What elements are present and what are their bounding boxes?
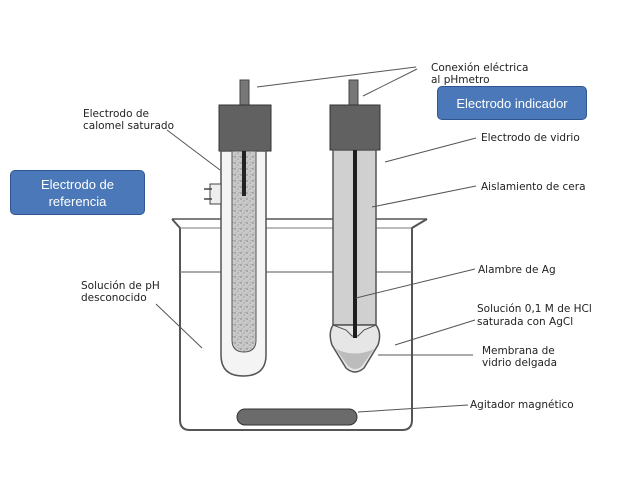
label-membrana-1: Membrana de [482,345,555,357]
label-alambre: Alambre de Ag [478,264,556,276]
label-ph-2: desconocido [81,292,147,304]
beaker [171,218,428,431]
label-calomel-1: Electrodo de [83,108,149,120]
label-conexion-1: Conexión eléctrica [431,62,528,74]
label-hcl-2: saturada con AgCl [477,316,573,328]
callout-referencia-line2: referencia [48,194,107,209]
leader-lines [155,66,477,413]
calomel-electrode [204,79,272,377]
callout-electrodo-referencia: Electrodo de referencia [10,170,145,215]
callout-indicador-text: Electrodo indicador [456,96,568,111]
label-hcl-1: Solución 0,1 M de HCl [477,303,592,315]
label-agitador: Agitador magnético [470,399,574,411]
label-calomel-2: calomel saturado [83,120,174,132]
label-conexion-2: al pHmetro [431,74,490,86]
magnetic-stir-bar [236,408,358,426]
label-ph-1: Solución de pH [81,280,160,292]
label-cera: Aislamiento de cera [481,181,586,193]
label-membrana-2: vidrio delgada [482,357,557,369]
callout-referencia-line1: Electrodo de [41,177,114,192]
label-vidrio: Electrodo de vidrio [481,132,580,144]
callout-electrodo-indicador: Electrodo indicador [437,86,587,120]
glass-electrode [329,79,381,373]
